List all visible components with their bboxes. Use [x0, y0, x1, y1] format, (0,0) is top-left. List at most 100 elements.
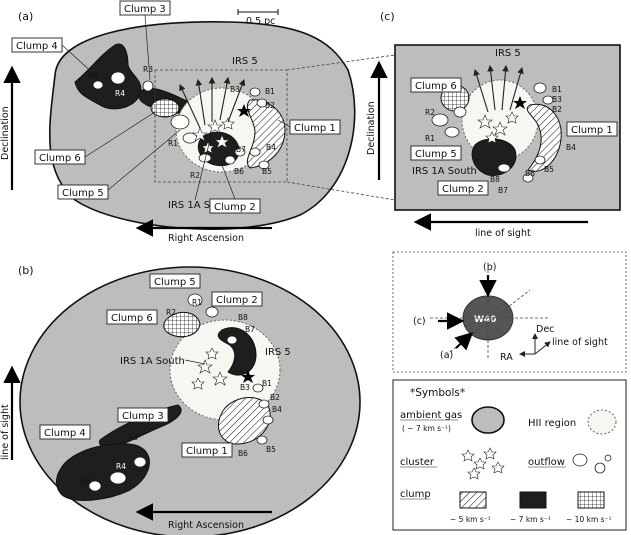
panel-b: (b) R1 R2 B8 B7 B3: [0, 264, 361, 535]
label-B1-b: B1: [262, 379, 272, 388]
panel-c-label: (c): [380, 10, 395, 23]
legend-clump-5-swatch: [459, 491, 487, 509]
los-label: line of sight: [552, 337, 608, 348]
clump-4-label-b: Clump 4: [44, 428, 86, 439]
legend-ambient-gas-vel: ( ~ 7 km s⁻¹): [402, 424, 451, 433]
outflow-blobs-b: [88, 293, 274, 492]
x-axis-label-a: Right Ascension: [168, 233, 244, 244]
clump-4-label-a: Clump 4: [16, 41, 58, 52]
label-B6-a: B6: [234, 167, 244, 176]
irs1a-label-b: IRS 1A South: [120, 356, 185, 367]
x-axis-label-b: Right Ascension: [168, 520, 244, 531]
legend-v7: ~ 7 km s⁻¹: [510, 515, 551, 524]
irs5-star-a: [237, 104, 251, 117]
clump-6-label-a: Clump 6: [39, 153, 81, 164]
clump-3-label-a: Clump 3: [124, 4, 166, 15]
dec-label: Dec: [536, 324, 554, 335]
label-R4-b: R4: [116, 462, 126, 471]
legend-clump-10-swatch: [577, 491, 605, 509]
clump-6-label-b: Clump 6: [111, 313, 153, 324]
legend-ambient-gas: ambient gas: [400, 410, 462, 421]
clump-1-shape-b: [217, 396, 271, 445]
label-B5-a: B5: [262, 167, 272, 176]
view-c-label: (c): [413, 316, 426, 327]
label-R3-b: R3: [128, 433, 138, 442]
symbols-legend: *Symbols* ambient gas ( ~ 7 km s⁻¹) HII …: [392, 379, 627, 531]
clump-2-label-b: Clump 2: [216, 295, 258, 306]
clump-6-shape-a: [150, 98, 180, 118]
legend-outflow-swatch: [572, 453, 612, 474]
clump-5-label-c: Clump 5: [415, 149, 457, 160]
outflow-blobs-c: [431, 82, 554, 183]
clump-5-label-b: Clump 5: [154, 277, 196, 288]
label-R4-a: R4: [115, 89, 125, 98]
x-axis-label-c: line of sight: [475, 228, 531, 239]
label-B9-a: B9: [88, 71, 98, 80]
orientation-key: W40 (b) (c) (a) Dec RA line of sight: [392, 251, 627, 373]
label-B3-c: B3: [552, 95, 562, 104]
label-B4-b: B4: [272, 405, 282, 414]
scale-bar-label: 0.5 pc: [246, 16, 275, 27]
clump-6-shape-b: [163, 311, 201, 338]
panel-a: (a) 0.5 pc: [0, 0, 396, 244]
clump-5-label-a: Clump 5: [62, 188, 104, 199]
legend-hii-swatch: [587, 409, 617, 435]
clump-3-label-b: Clump 3: [122, 411, 164, 422]
label-B9-b: B9: [80, 477, 90, 486]
irs5-label-a: IRS 5: [232, 56, 258, 67]
clump-1-label-a: Clump 1: [294, 123, 336, 134]
legend-clump-7-swatch: [519, 491, 547, 509]
legend-hii: HII region: [528, 418, 576, 429]
label-B8-c: B8: [490, 175, 500, 184]
irs1a-label-a: IRS 1A South: [168, 200, 233, 211]
label-B3-a: B3: [230, 85, 240, 94]
label-B8-b: B8: [238, 313, 248, 322]
label-R2-a: R2: [190, 171, 200, 180]
label-B5-b: B5: [266, 445, 276, 454]
legend-v10: ~ 10 km s⁻¹: [566, 515, 612, 524]
view-b-label: (b): [483, 262, 496, 273]
label-B5-c: B5: [544, 165, 554, 174]
cluster-stars-c: [477, 111, 519, 144]
clump-1-shape-c: [526, 103, 562, 172]
panel-c: (c) IRS 5 B1 B3: [366, 10, 621, 239]
clump-2-label-a: Clump 2: [214, 202, 256, 213]
clump-4-shape-a: [74, 43, 142, 110]
outflow-arrows-c: [473, 64, 524, 113]
panel-b-label: (b): [18, 264, 34, 277]
clump-6-label-c: Clump 6: [415, 81, 457, 92]
legend-outflow: outflow: [528, 457, 565, 468]
ra-label: RA: [500, 352, 513, 363]
clump-4-shape-b: [56, 443, 150, 501]
zoom-box-a: [154, 69, 288, 183]
legend-clump: clump: [400, 489, 431, 500]
irs1a-label-c: IRS 1A South: [412, 166, 477, 177]
cluster-stars-a: [192, 117, 235, 154]
y-axis-label-a: Declination: [0, 106, 11, 160]
label-R2-b: R2: [166, 308, 176, 317]
label-R1-a: R1: [168, 139, 178, 148]
label-R2-c: R2: [425, 108, 435, 117]
legend-cluster: cluster: [400, 457, 435, 468]
legend-ambient-gas-swatch: [471, 406, 505, 434]
legend-title: *Symbols*: [410, 387, 465, 399]
irs5-star-b: [241, 370, 255, 383]
label-B4-a: B4: [266, 143, 276, 152]
clump-2-label-c: Clump 2: [442, 184, 484, 195]
y-axis-label-c: Declination: [366, 101, 377, 155]
label-B7-a: B7: [236, 145, 246, 154]
label-B4-c: B4: [566, 143, 576, 152]
label-R1-c: R1: [425, 134, 435, 143]
cluster-stars-b: [191, 347, 228, 390]
panel-a-label: (a): [18, 10, 33, 23]
outflow-arrows-a: [179, 76, 246, 129]
outflow-blobs-a: [92, 71, 270, 170]
label-B2-b: B2: [270, 393, 280, 402]
label-B1-c: B1: [552, 85, 562, 94]
label-B7-c: B7: [498, 186, 508, 195]
label-B2-c: B2: [552, 105, 562, 114]
label-B7-b: B7: [245, 325, 255, 334]
irs5-star-c: [513, 96, 527, 109]
clump-1-label-b: Clump 1: [186, 446, 228, 457]
